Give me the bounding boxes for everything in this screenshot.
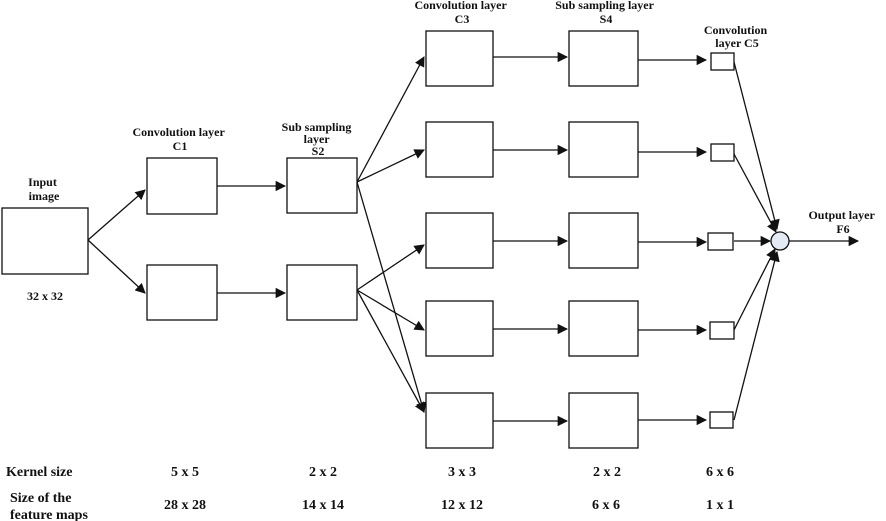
- edge-s2a-c3-5: [356, 181, 427, 413]
- c5-map-4: [709, 321, 735, 340]
- edge-c5-node-5: [733, 250, 780, 421]
- edge-s2b-c3-5: [356, 289, 425, 413]
- kernel-s4: 2 x 2: [593, 465, 621, 480]
- c3-label: Convolution layer C3: [414, 0, 509, 26]
- edge-c5-node-1: [733, 61, 780, 231]
- s2-map-1: [286, 157, 358, 214]
- edge-input-c1-top: [87, 189, 146, 241]
- edge-input-c1-bottom: [87, 239, 146, 294]
- c3-map-1: [425, 30, 494, 87]
- output-label: Output layer F6: [808, 208, 877, 236]
- s4-map-4: [568, 300, 639, 357]
- parameter-table: Kernel size Size of the feature maps 5 x…: [6, 465, 734, 521]
- c1-label: Convolution layer C1: [132, 125, 227, 153]
- c5-map-3: [707, 232, 734, 251]
- edge-s2b-c3-3: [356, 244, 425, 291]
- c5-map-2: [710, 143, 735, 162]
- c1-map-2: [146, 264, 218, 321]
- connection-lines: [87, 51, 860, 427]
- c5-label: Convolution layer C5: [704, 23, 770, 50]
- kernel-c1: 5 x 5: [171, 465, 199, 480]
- edge-s2a-c3-1: [356, 56, 425, 183]
- input-size-label: 32 x 32: [27, 289, 63, 303]
- c3-map-2: [425, 121, 494, 178]
- input-image-box: [1, 207, 89, 275]
- feature-s2: 14 x 14: [302, 498, 344, 513]
- s4-map-5: [568, 392, 639, 449]
- kernel-size-label: Kernel size: [6, 465, 72, 480]
- kernel-c5: 6 x 6: [706, 465, 734, 480]
- feature-c5: 1 x 1: [706, 498, 734, 513]
- input-label: Input image: [28, 175, 60, 203]
- edge-c5-node-2: [733, 153, 777, 233]
- s4-map-2: [568, 121, 639, 178]
- edge-s2a-c3-2: [356, 149, 425, 183]
- c3-map-3: [425, 212, 494, 269]
- feature-map-size-label: Size of the feature maps: [10, 491, 88, 521]
- feature-c1: 28 x 28: [164, 498, 206, 513]
- s2-label: Sub sampling layer S2: [282, 120, 355, 158]
- edge-c5-node-4: [733, 248, 776, 331]
- s4-map-1: [568, 30, 639, 87]
- layer-labels: Input image 32 x 32 Convolution layer C1…: [27, 0, 877, 303]
- layer-boxes: [1, 30, 790, 449]
- s2-map-2: [286, 264, 358, 321]
- output-node: [770, 231, 790, 251]
- feature-s4: 6 x 6: [592, 498, 620, 513]
- c5-map-1: [710, 52, 735, 71]
- c3-map-5: [425, 392, 494, 449]
- edge-s2b-c3-4: [356, 289, 425, 331]
- c5-map-5: [709, 411, 734, 429]
- s4-map-3: [568, 212, 639, 269]
- c1-map-1: [146, 157, 218, 215]
- s4-label: Sub sampling layer S4: [555, 0, 656, 26]
- feature-c3: 12 x 12: [441, 498, 483, 513]
- kernel-s2: 2 x 2: [309, 465, 337, 480]
- kernel-c3: 3 x 3: [448, 465, 476, 480]
- c3-map-4: [425, 300, 494, 357]
